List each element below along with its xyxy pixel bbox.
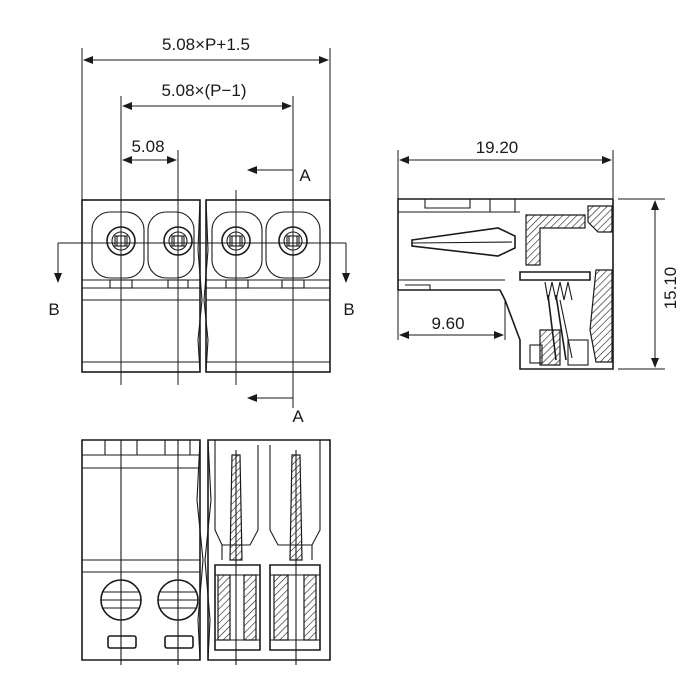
screw-head-2: [163, 226, 193, 256]
screw-hole-1: [100, 579, 142, 621]
front-view: 5.08×P+1.5 5.08×(P−1) 5.08: [48, 35, 354, 426]
inner-width-label: 5.08×(P−1): [161, 81, 246, 100]
section-a-top-label: A: [299, 166, 311, 185]
overall-width-label: 5.08×P+1.5: [162, 35, 250, 54]
screw-head-1: [106, 226, 136, 256]
height-label: 15.10: [661, 267, 680, 310]
screw-hole-2: [157, 579, 199, 621]
depth-label: 19.20: [476, 138, 519, 157]
bottom-view: [81, 439, 331, 665]
section-b-right-label: B: [343, 300, 354, 319]
pitch-label: 5.08: [131, 137, 164, 156]
hatched-clamp: [525, 214, 586, 266]
section-a-bottom-label: A: [292, 407, 304, 426]
screw-head-4: [278, 226, 308, 256]
offset-label: 9.60: [431, 314, 464, 333]
side-view: 19.20 15.10 9.60: [397, 138, 680, 370]
section-b-left-label: B: [48, 300, 59, 319]
